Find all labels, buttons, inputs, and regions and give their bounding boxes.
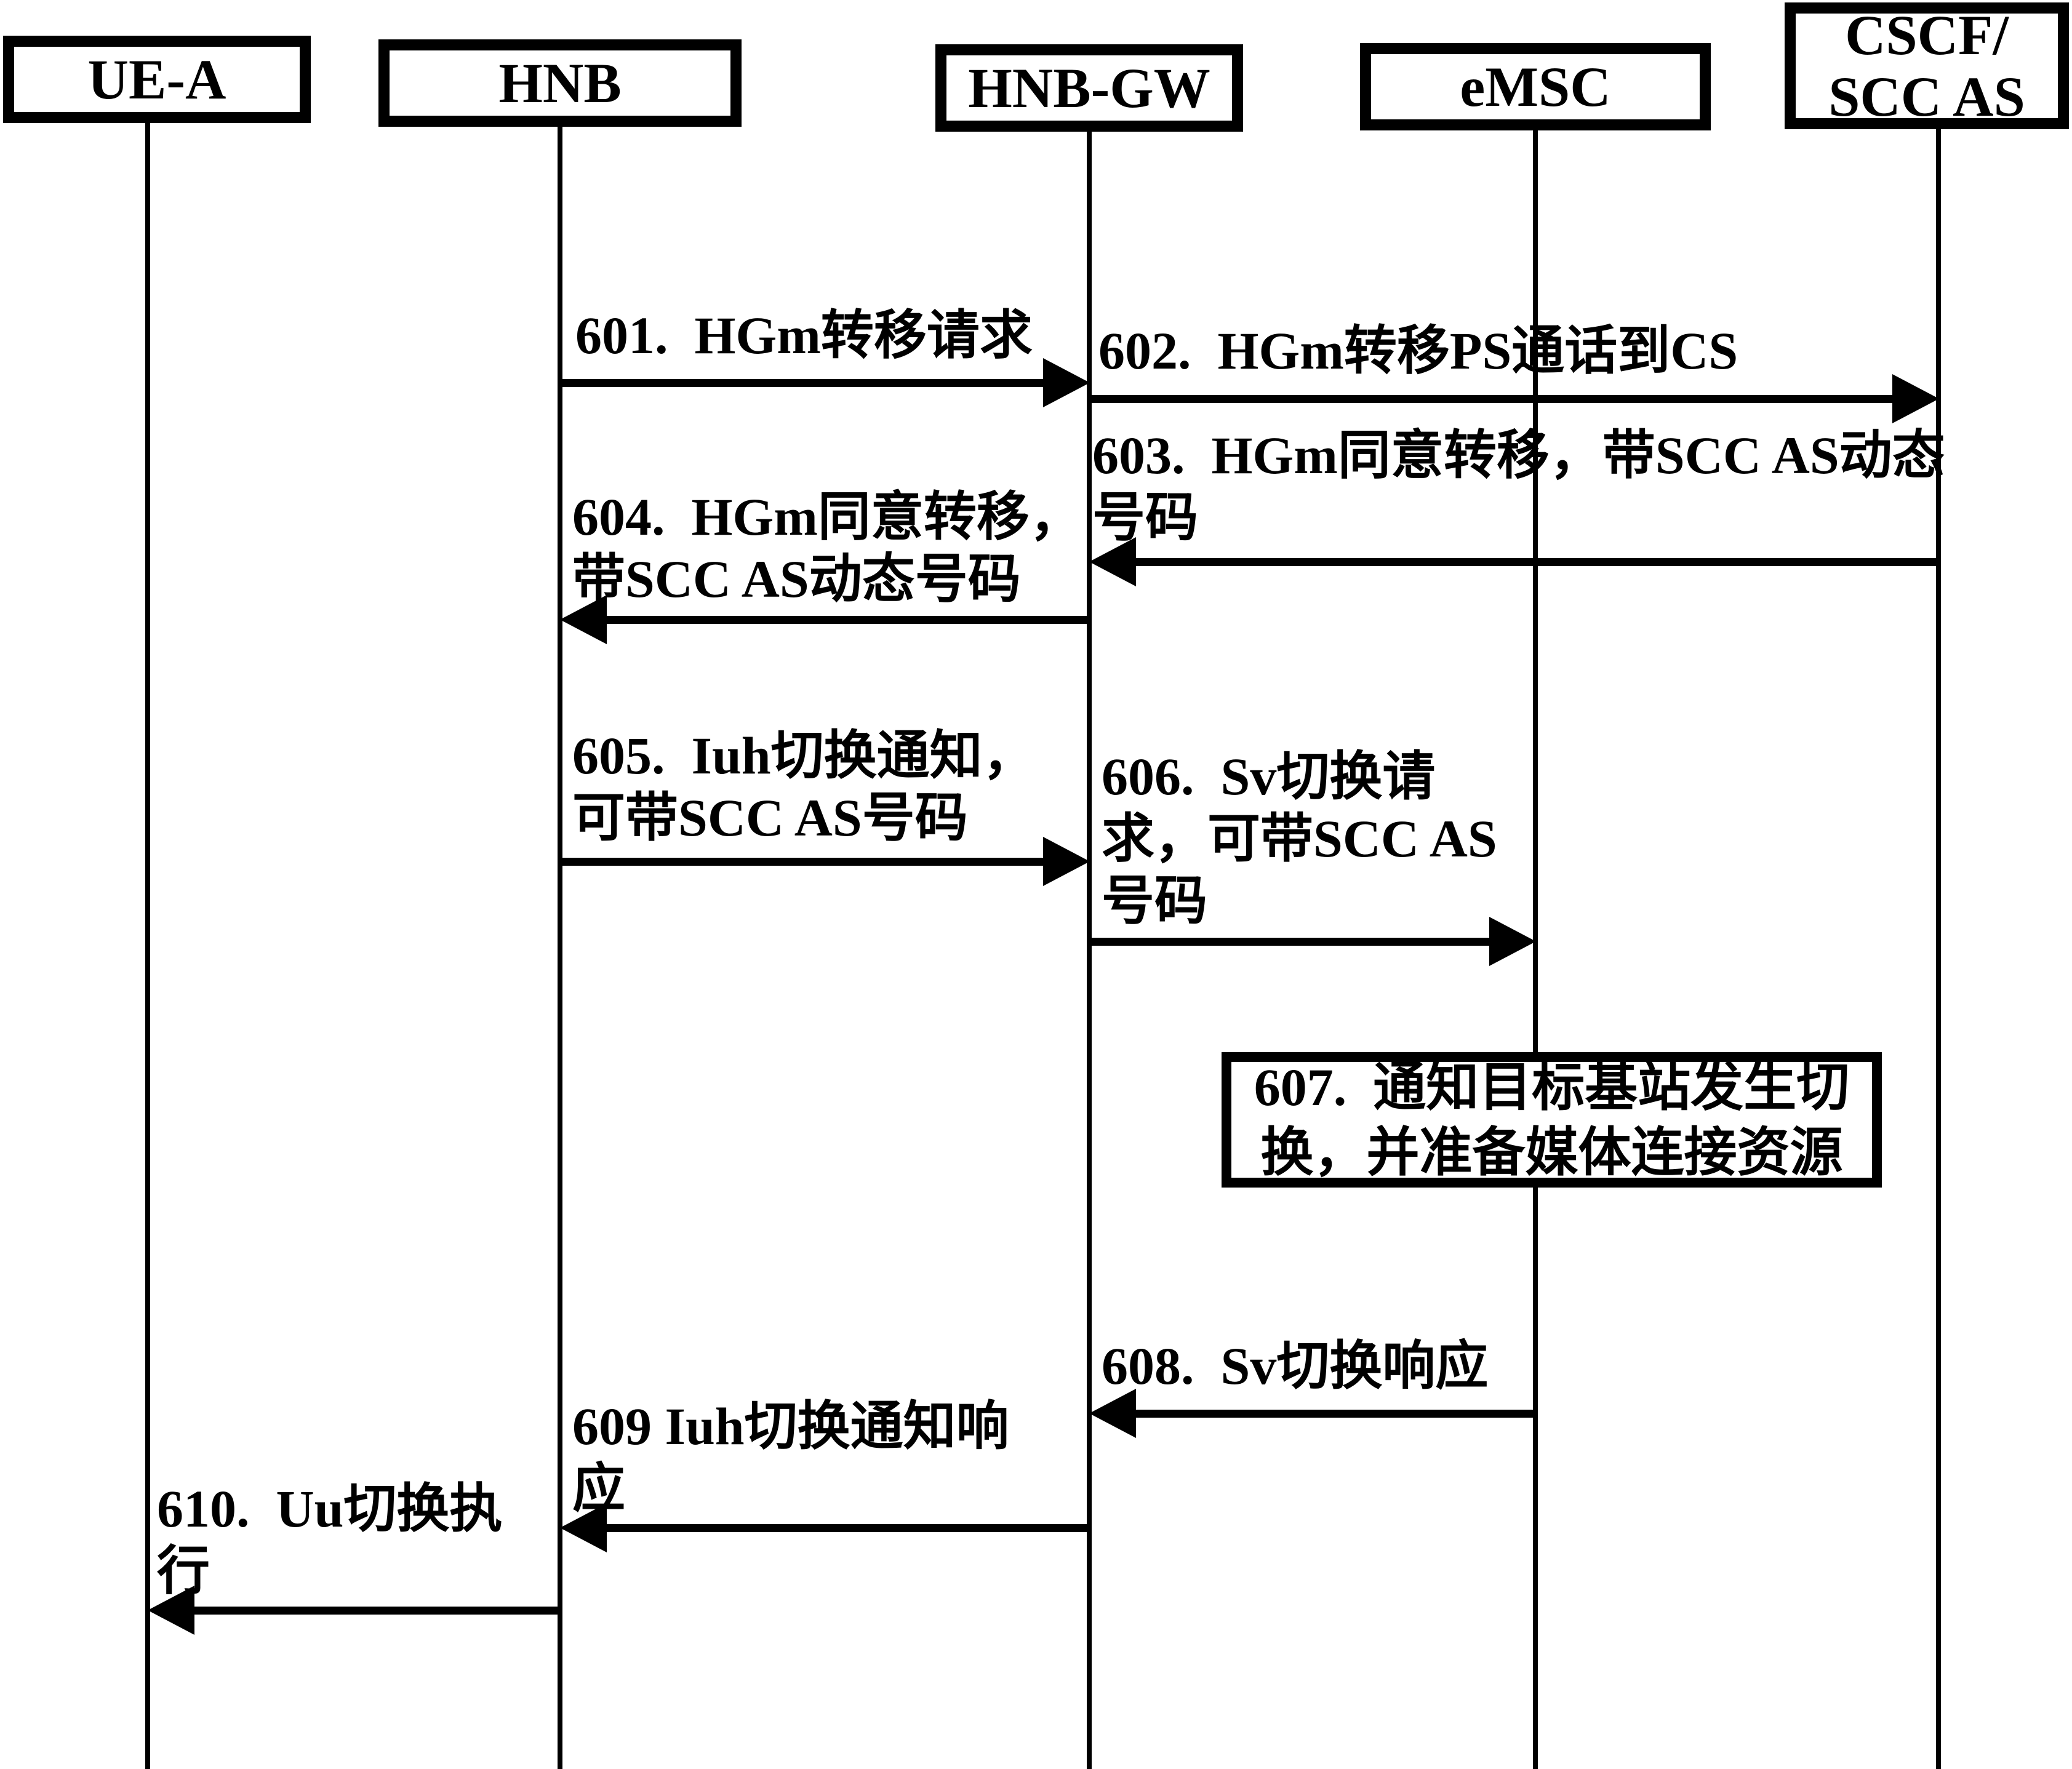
lifeline-hnb-gw	[1087, 130, 1092, 1769]
message-610-label: 610. Uu切换执 行	[157, 1479, 503, 1600]
message-605-arrow	[560, 858, 1046, 866]
actor-box-hnb-gw: HNB-GW	[935, 44, 1243, 132]
message-604-label: 604. HGm同意转移， 带SCC AS动态号码	[572, 487, 1082, 609]
message-604-arrow	[603, 616, 1089, 624]
message-609-arrowhead	[560, 1503, 607, 1552]
message-603-arrow	[1132, 558, 1938, 566]
actor-box-cscf-scc-as: CSCF/ SCC AS	[1785, 2, 2069, 129]
message-603-label: 603. HGm同意转移，带SCC AS动态 号码	[1092, 426, 1945, 547]
actor-box-hnb: HNB	[378, 39, 742, 127]
actor-box-emsc: eMSC	[1360, 43, 1711, 130]
message-610-arrow	[191, 1607, 560, 1615]
message-610-arrowhead	[148, 1586, 194, 1635]
process-box-607-label: 607. 通知目标基站发生切 换，并准备媒体连接资源	[1254, 1058, 1850, 1182]
message-602-arrowhead	[1892, 374, 1939, 423]
message-602-arrow	[1089, 395, 1892, 403]
message-606-arrow	[1089, 938, 1492, 946]
message-609-arrow	[603, 1524, 1089, 1532]
lifeline-hnb	[558, 126, 562, 1769]
message-603-arrowhead	[1089, 537, 1136, 586]
message-608-arrow	[1132, 1410, 1535, 1418]
actor-label-hnb-gw: HNB-GW	[968, 57, 1210, 119]
message-601-arrow	[560, 379, 1046, 387]
message-602-label: 602. HGm转移PS通话到CS	[1098, 321, 1738, 380]
process-box-607: 607. 通知目标基站发生切 换，并准备媒体连接资源	[1222, 1052, 1882, 1188]
message-608-label: 608. Sv切换响应	[1102, 1336, 1489, 1396]
actor-label-cscf-scc-as: CSCF/ SCC AS	[1828, 4, 2025, 128]
actor-label-hnb: HNB	[498, 52, 622, 114]
message-606-label: 606. Sv切换请 求，可带SCC AS 号码	[1102, 747, 1497, 930]
message-609-label: 609 Iuh切换通知响 应	[572, 1397, 1009, 1518]
lifeline-ue-a	[145, 122, 150, 1769]
message-604-arrowhead	[560, 595, 607, 644]
actor-label-emsc: eMSC	[1460, 55, 1611, 118]
message-601-label: 601. HGm转移请求	[575, 306, 1033, 365]
lifeline-cscf-scc-as	[1936, 128, 1941, 1769]
message-601-arrowhead	[1043, 358, 1090, 407]
actor-box-ue-a: UE-A	[3, 36, 311, 123]
actor-label-ue-a: UE-A	[87, 48, 226, 111]
message-608-arrowhead	[1089, 1389, 1136, 1438]
message-606-arrowhead	[1489, 917, 1536, 966]
message-605-label: 605. Iuh切换通知， 可带SCC AS号码	[572, 726, 1036, 847]
message-605-arrowhead	[1043, 837, 1090, 886]
